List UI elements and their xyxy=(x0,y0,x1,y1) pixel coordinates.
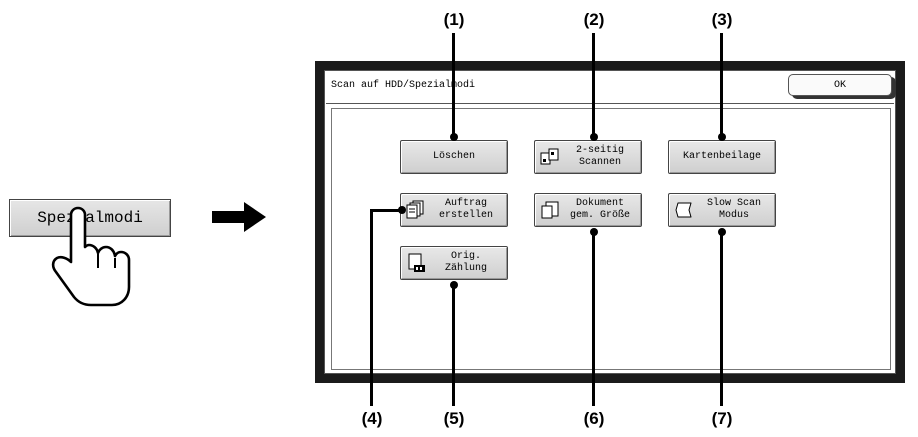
duplex-scan-icon xyxy=(540,148,559,165)
leader-dot xyxy=(718,228,726,236)
mode-button-slow-scan[interactable]: Slow Scan Modus xyxy=(668,193,776,227)
mode-label: 2-seitig xyxy=(575,145,624,156)
mode-button-auftrag-erstellen[interactable]: Auftrag erstellen xyxy=(400,193,508,227)
original-count-icon xyxy=(408,253,425,272)
leader-dot xyxy=(450,133,458,141)
mode-label: Zählung xyxy=(444,263,487,274)
leader-line xyxy=(370,209,373,406)
callout-3: (3) xyxy=(711,10,733,29)
right-arrow-icon xyxy=(212,202,266,232)
leader-dot xyxy=(398,206,406,214)
panel-header xyxy=(326,72,894,104)
mode-label: Orig. xyxy=(450,251,481,262)
ok-button-label: OK xyxy=(788,74,892,96)
panel-title: Scan auf HDD/Spezialmodi xyxy=(331,80,476,91)
leader-line xyxy=(720,231,723,406)
leader-line xyxy=(592,33,595,137)
leader-line xyxy=(592,231,595,406)
callout-2: (2) xyxy=(583,10,605,29)
leader-dot xyxy=(718,133,726,141)
mode-label: Modus xyxy=(718,210,749,221)
mode-button-loeschen[interactable]: Löschen xyxy=(400,140,508,174)
leader-line xyxy=(370,209,402,212)
callout-1: (1) xyxy=(443,10,465,29)
leader-line xyxy=(452,33,455,137)
pointing-hand-icon xyxy=(51,206,131,307)
mode-button-orig-zaehlung[interactable]: Orig. Zählung xyxy=(400,246,508,280)
callout-5: (5) xyxy=(443,409,465,428)
mode-label: Löschen xyxy=(432,151,475,162)
spezialmodi-button[interactable]: Spezialmodi xyxy=(9,199,171,237)
slow-scan-icon xyxy=(675,202,692,218)
callout-6: (6) xyxy=(583,409,605,428)
mode-label: Auftrag xyxy=(444,198,487,209)
leader-line xyxy=(720,33,723,137)
mode-label: Scannen xyxy=(578,157,621,168)
mixed-size-icon xyxy=(541,201,559,219)
leader-dot xyxy=(590,228,598,236)
panel-content xyxy=(331,108,891,370)
leader-dot xyxy=(590,133,598,141)
mode-label: gem. Größe xyxy=(569,210,630,221)
mode-button-dokument-groesse[interactable]: Dokument gem. Größe xyxy=(534,193,642,227)
callout-7: (7) xyxy=(711,409,733,428)
callout-4: (4) xyxy=(361,409,383,428)
leader-line xyxy=(452,284,455,406)
ok-button[interactable]: OK xyxy=(788,74,896,99)
mode-button-duplex-scan[interactable]: 2-seitig Scannen xyxy=(534,140,642,174)
leader-dot xyxy=(450,281,458,289)
mode-label: Kartenbeilage xyxy=(682,151,761,162)
mode-label: Dokument xyxy=(575,198,624,209)
mode-label: Slow Scan xyxy=(706,198,761,209)
job-build-icon xyxy=(406,200,424,219)
mode-label: erstellen xyxy=(438,210,493,221)
mode-button-kartenbeilage[interactable]: Kartenbeilage xyxy=(668,140,776,174)
